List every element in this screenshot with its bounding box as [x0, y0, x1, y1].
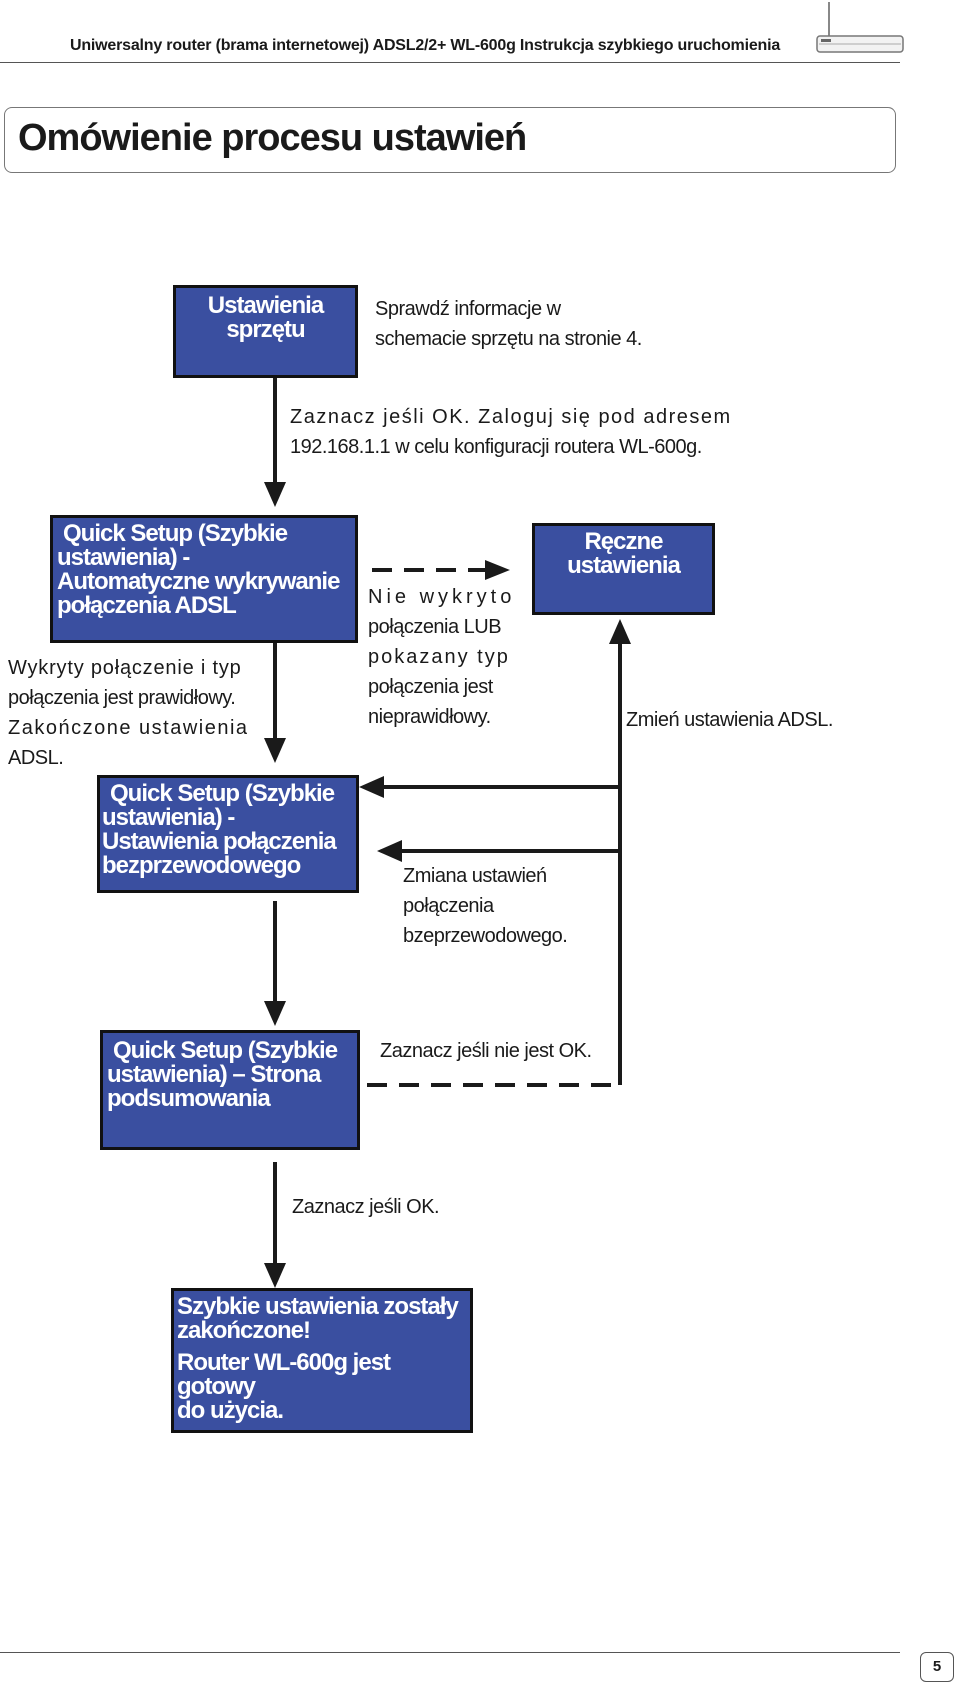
box-hardware-line-2: sprzętu — [226, 316, 305, 343]
section-title-frame — [4, 107, 896, 173]
box-quick-setup-wireless: Quick Setup (Szybkie ustawienia) - Ustaw… — [97, 775, 359, 893]
header-title: Uniwersalny router (brama internetowej) … — [70, 37, 781, 54]
page-number: 5 — [920, 1652, 954, 1682]
box-setup-complete: Szybkie ustawienia zostały zakończone! R… — [171, 1288, 473, 1433]
box-hardware-line-1: Ustawienia — [207, 292, 324, 319]
footer-divider — [0, 1652, 900, 1653]
router-device-icon — [816, 2, 904, 53]
note-not-detected: Nie wykryto połączenia LUB pokazany typ … — [368, 586, 516, 728]
note-change-adsl: Zmień ustawienia ADSL. — [626, 709, 833, 731]
box-manual-setup: Ręczne ustawienia — [532, 523, 715, 615]
box-hardware-setup: Ustawienia sprzętu — [173, 285, 358, 378]
note-login: Zaznacz jeśli OK. Zaloguj się pod adrese… — [290, 406, 732, 458]
note-detected: Wykryty połączenie i typ połączenia jest… — [8, 657, 249, 769]
header-divider — [0, 62, 900, 63]
note-change-wireless: Zmiana ustawień połączenia bzeprzewodowe… — [403, 865, 568, 947]
box-quick-setup-auto: Quick Setup (Szybkie ustawienia) - Autom… — [50, 515, 358, 643]
section-title: Omówienie procesu ustawień — [18, 117, 527, 159]
note-ok: Zaznacz jeśli OK. — [292, 1196, 440, 1218]
note-hardware: Sprawdź informacje w schemacie sprzętu n… — [375, 298, 642, 350]
note-not-ok: Zaznacz jeśli nie jest OK. — [380, 1040, 592, 1062]
box-quick-setup-summary: Quick Setup (Szybkie ustawienia) – Stron… — [100, 1030, 360, 1150]
